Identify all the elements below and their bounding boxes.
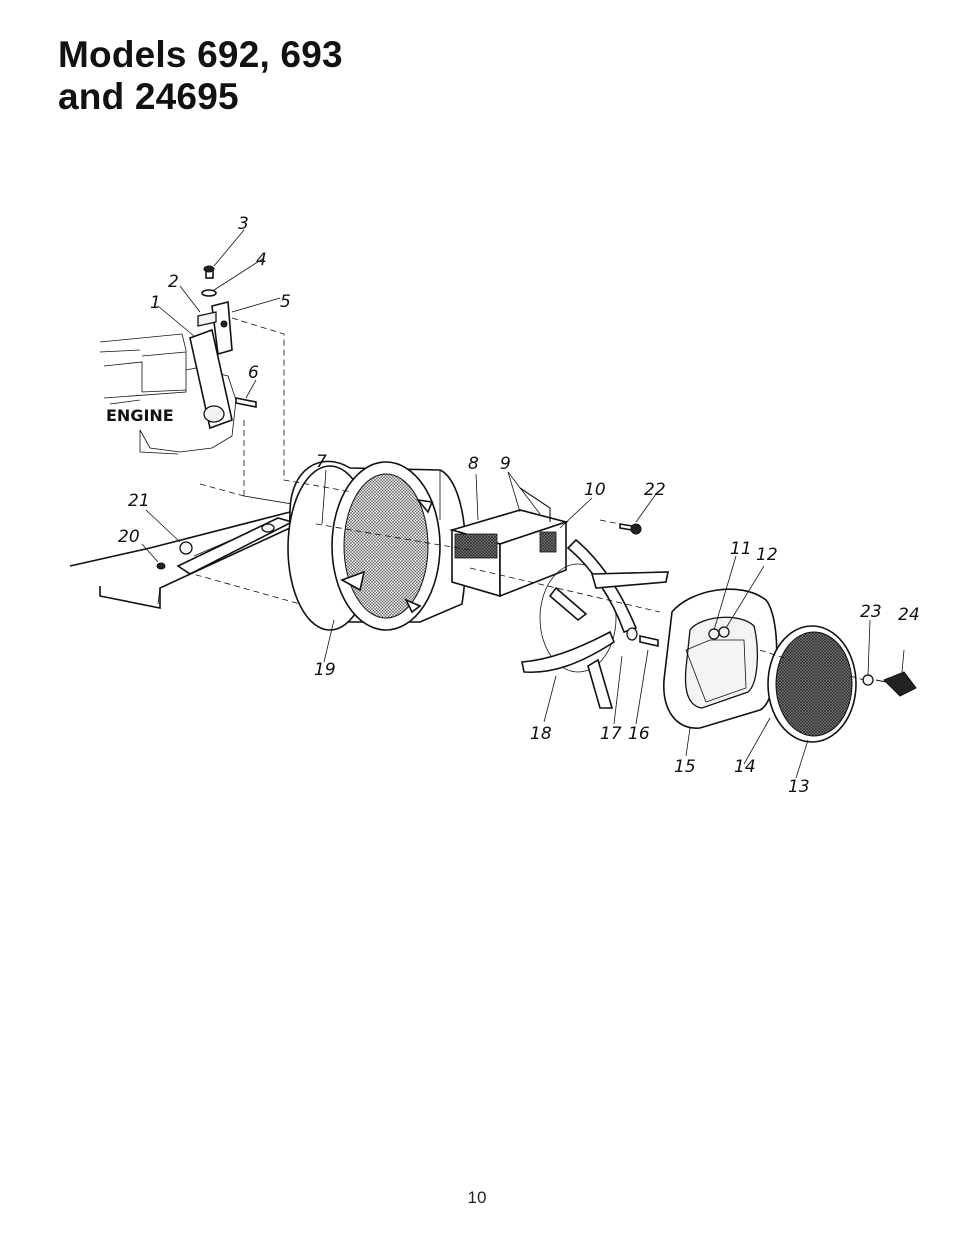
- callout-7: 7: [316, 452, 327, 472]
- callout-2: 2: [168, 272, 179, 292]
- blower-housing: [287, 460, 467, 631]
- callout-5: 5: [280, 292, 291, 312]
- callout-10: 10: [584, 480, 606, 500]
- page-title: Models 692, 693 and 24695: [58, 34, 343, 118]
- callout-20: 20: [118, 527, 140, 547]
- mounting-bracket: [189, 265, 257, 430]
- page-number: 10: [467, 1188, 487, 1207]
- callout-23: 23: [860, 602, 882, 622]
- callout-12: 12: [756, 545, 778, 565]
- callout-8: 8: [468, 454, 479, 474]
- callout-labels: 1 2 3 4 5 6 7 8 9 10 11 12 13 14 15 16 1…: [118, 214, 920, 797]
- chute-adapter: [449, 487, 569, 598]
- page-title-line-1: Models 692, 693: [58, 34, 343, 75]
- impeller: [521, 538, 669, 709]
- housing-cover: [663, 588, 778, 729]
- callout-9: 9: [500, 454, 511, 474]
- callout-3: 3: [238, 214, 249, 234]
- callout-4: 4: [256, 250, 267, 270]
- engine-label: ENGINE: [106, 406, 174, 425]
- page-title-line-2: and 24695: [58, 76, 239, 117]
- callout-1: 1: [150, 293, 161, 313]
- bolt-22: [619, 523, 642, 535]
- callout-21: 21: [128, 491, 150, 511]
- callout-17: 17: [600, 724, 622, 744]
- callout-15: 15: [674, 757, 696, 777]
- knob: [862, 671, 917, 697]
- leader-lines: [141, 229, 905, 779]
- callout-18: 18: [530, 724, 552, 744]
- callout-14: 14: [734, 757, 756, 777]
- callout-11: 11: [730, 539, 752, 559]
- screen: [767, 625, 857, 743]
- callout-19: 19: [314, 660, 336, 680]
- callout-22: 22: [644, 480, 666, 500]
- alignment-lines: [185, 317, 865, 681]
- callout-6: 6: [248, 363, 259, 383]
- callout-16: 16: [628, 724, 650, 744]
- callout-13: 13: [788, 777, 810, 797]
- callout-24: 24: [898, 605, 920, 625]
- base-frame: [69, 483, 295, 609]
